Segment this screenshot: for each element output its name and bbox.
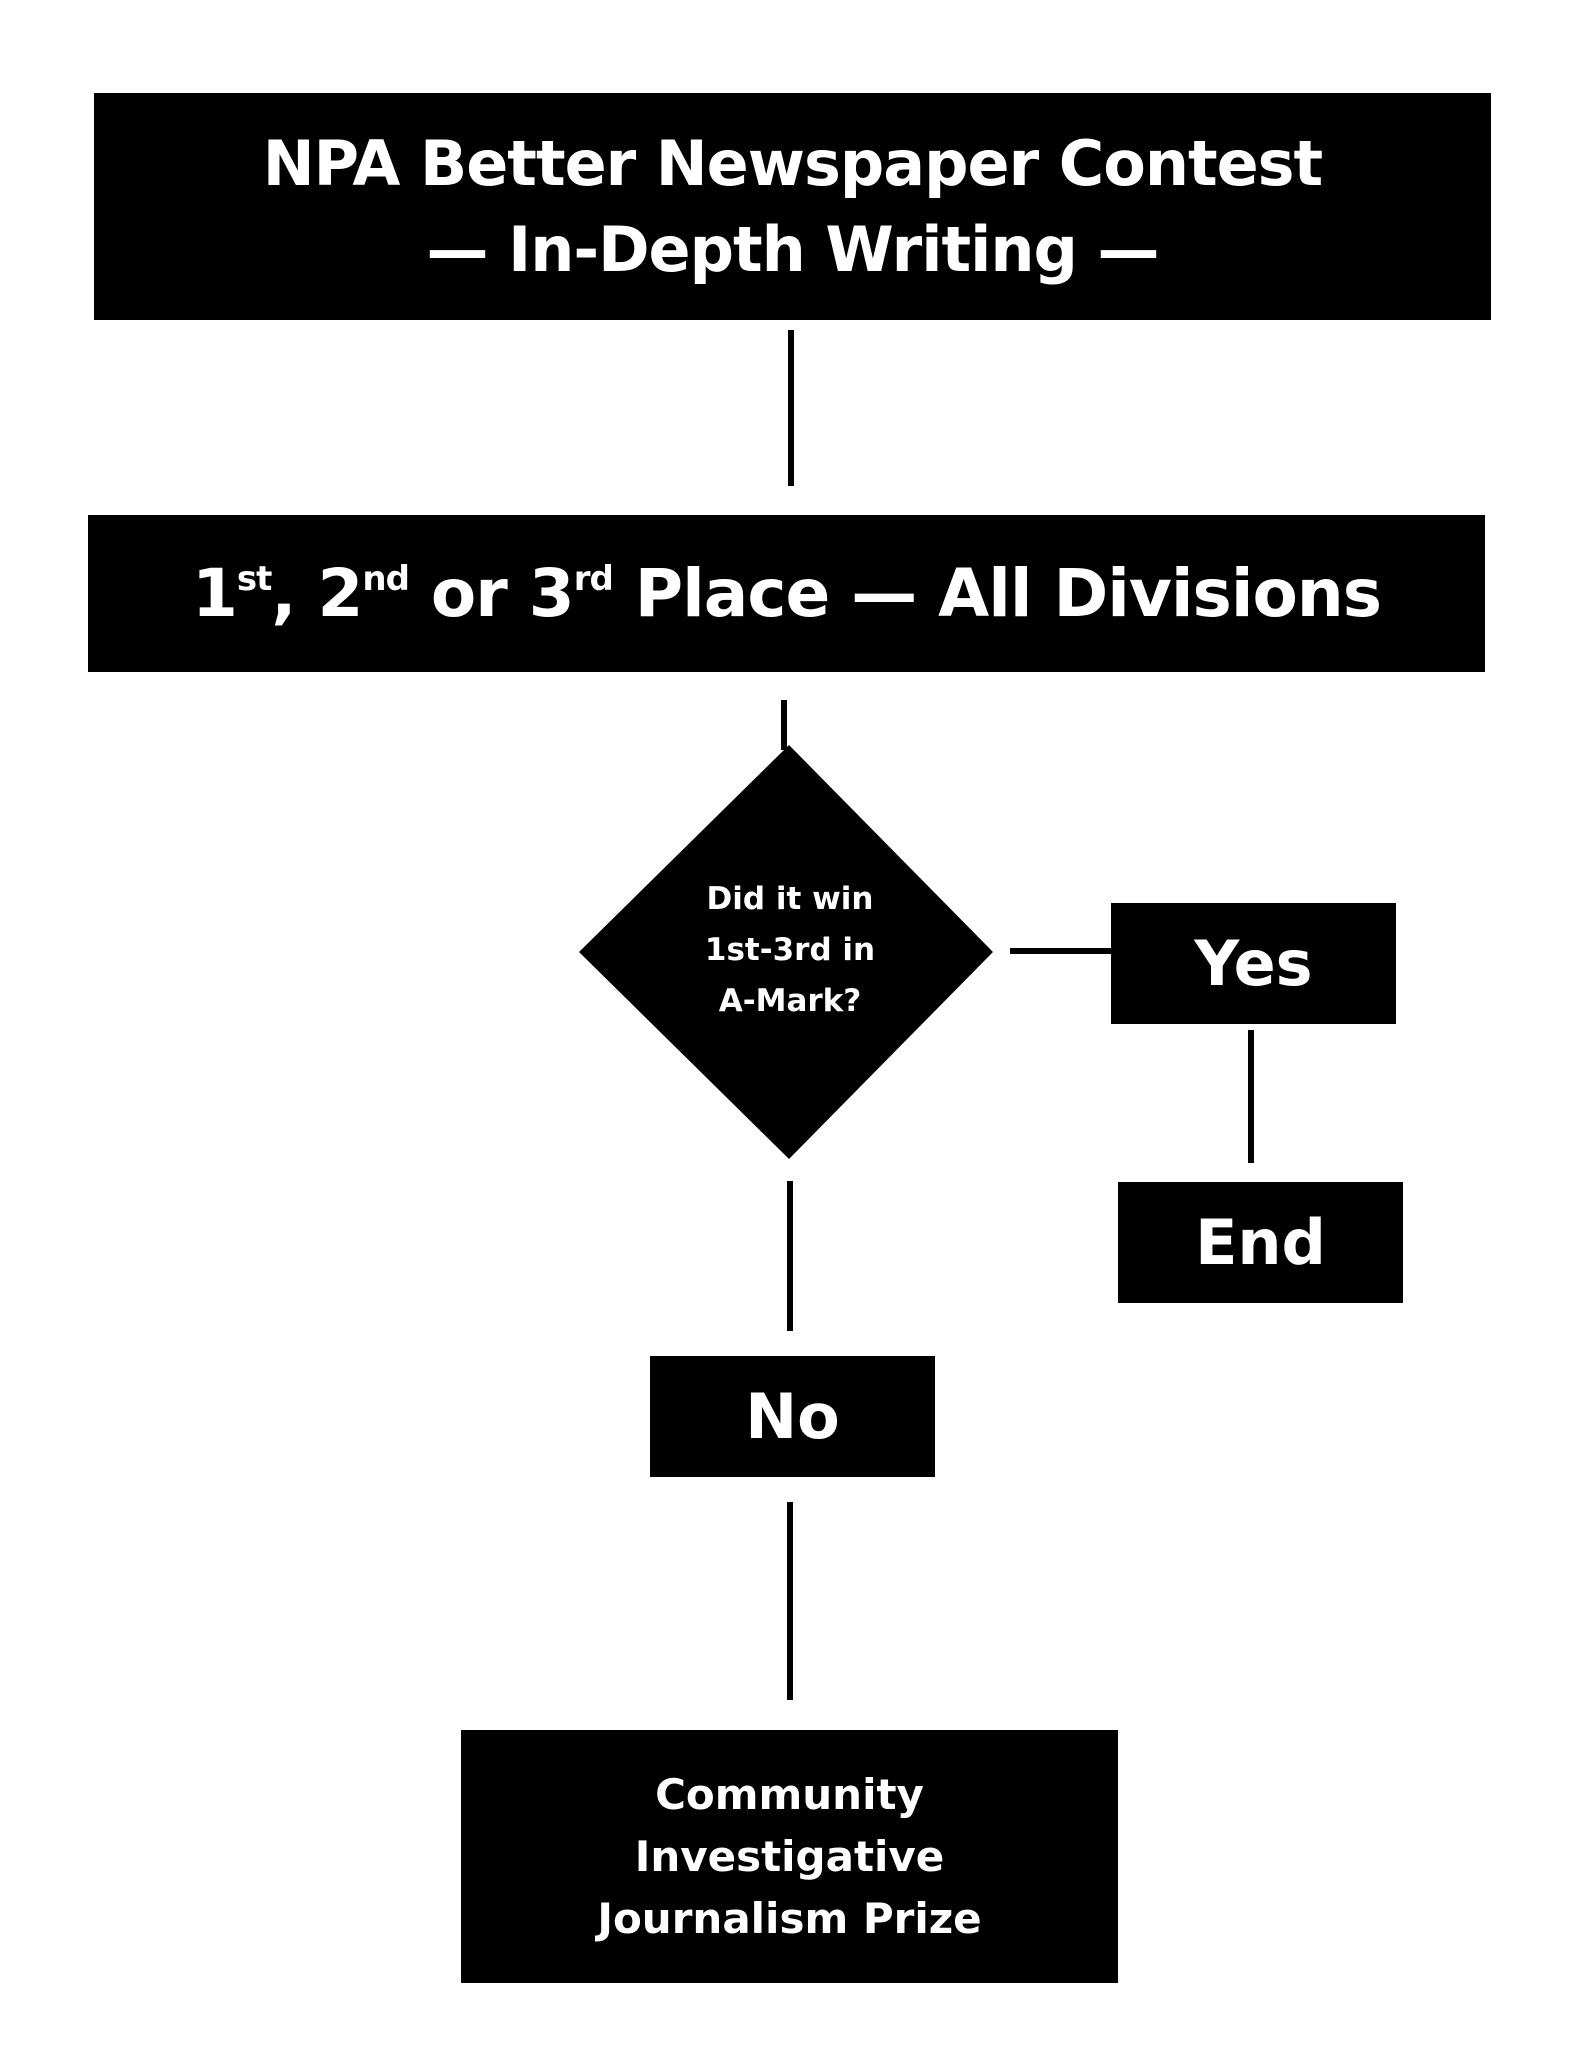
prize-line-2: Investigative [634, 1831, 945, 1881]
connector-decision-to-no [787, 1181, 793, 1331]
prize-line-1: Community [655, 1769, 924, 1819]
prize-box: Community Investigative Journalism Prize [461, 1730, 1118, 1983]
place-third-suffix: rd [573, 559, 614, 599]
connector-yes-to-end [1248, 1030, 1254, 1163]
place-third-number: 3 [528, 555, 575, 632]
title-line-2: — In-Depth Writing — [426, 212, 1160, 286]
end-box: End [1118, 1182, 1403, 1303]
prize-line-3: Journalism Prize [597, 1893, 982, 1943]
decision-text: Did it win 1st-3rd in A-Mark? [650, 850, 930, 1050]
yes-label: Yes [1194, 927, 1313, 1000]
connector-no-to-prize [787, 1502, 793, 1700]
no-label: No [745, 1380, 840, 1453]
place-tail: Place — All Divisions [612, 555, 1382, 632]
decision-line-3: A-Mark? [718, 982, 862, 1019]
place-first-number: 1 [191, 555, 238, 632]
yes-box: Yes [1111, 903, 1396, 1024]
connector-place-to-decision [781, 700, 787, 750]
title-box: NPA Better Newspaper Contest — In-Depth … [94, 93, 1491, 320]
no-box: No [650, 1356, 935, 1477]
place-separator-1: , [271, 555, 318, 632]
place-second-suffix: nd [362, 559, 410, 599]
decision-line-2: 1st-3rd in [704, 931, 876, 968]
place-separator-2: or [408, 555, 529, 632]
decision-diamond [579, 745, 993, 1159]
place-box: 1st, 2nd or 3rd Place — All Divisions [88, 515, 1485, 672]
connector-title-to-place [788, 330, 794, 486]
place-label: 1st, 2nd or 3rd Place — All Divisions [191, 555, 1382, 632]
title-line-1: NPA Better Newspaper Contest [262, 126, 1323, 200]
end-label: End [1195, 1206, 1326, 1279]
place-second-number: 2 [317, 555, 363, 632]
decision-line-1: Did it win [706, 880, 874, 917]
connector-decision-to-yes [1010, 948, 1112, 954]
place-first-suffix: st [236, 559, 272, 599]
